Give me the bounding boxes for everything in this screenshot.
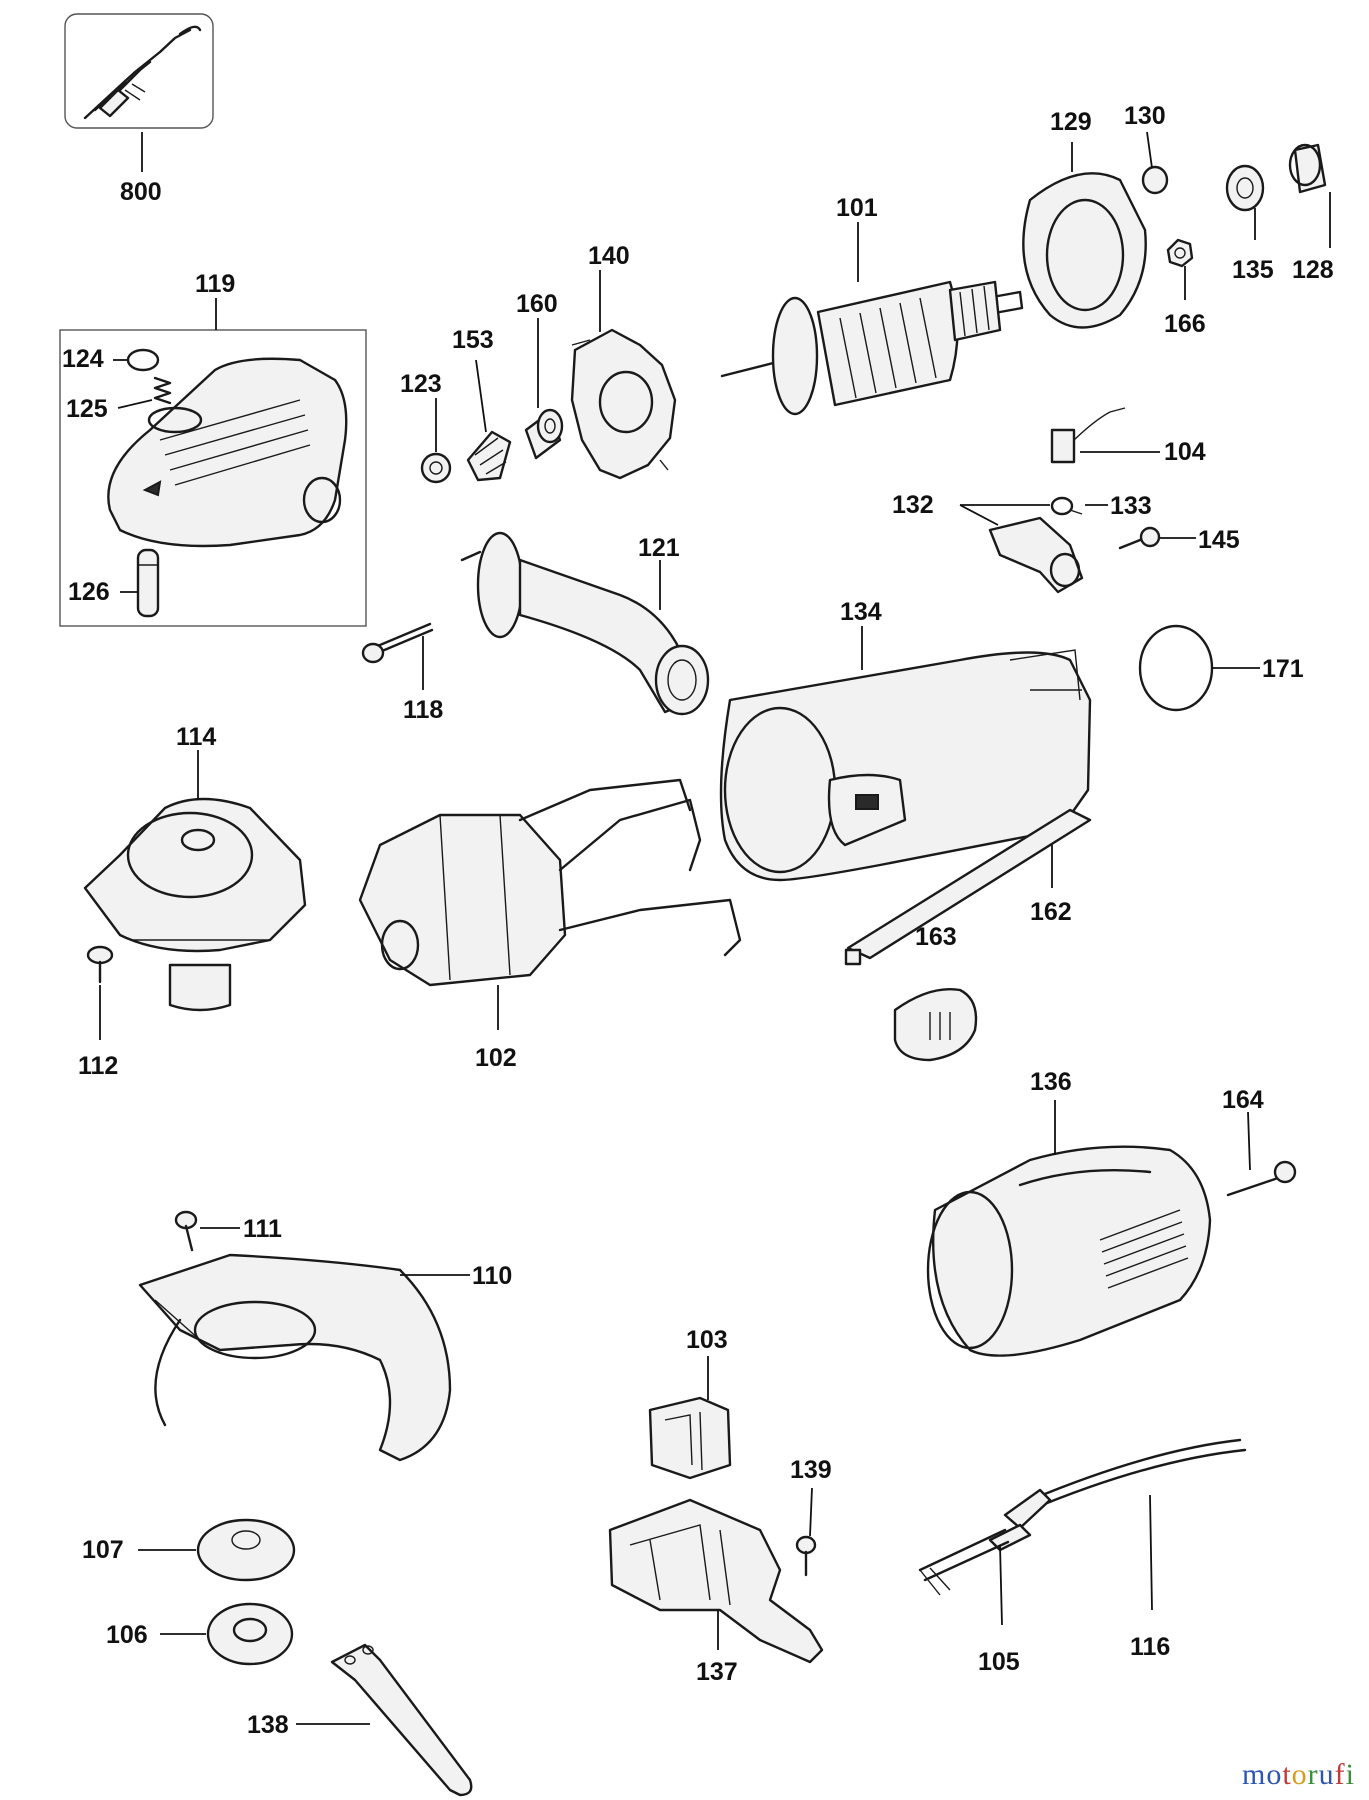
watermark-letter: o	[1266, 1758, 1283, 1791]
label-135: 135	[1232, 256, 1274, 284]
part-121-side-handle	[460, 531, 710, 716]
part-133-spring-clip	[1050, 496, 1083, 516]
label-112: 112	[78, 1052, 118, 1080]
label-800: 800	[120, 178, 162, 206]
part-162-switch-rod	[844, 808, 1092, 966]
label-126: 126	[68, 578, 110, 606]
label-105: 105	[978, 1648, 1020, 1676]
part-137-switch-holder	[608, 1498, 824, 1664]
part-163-switch-button	[893, 988, 978, 1062]
part-138-spanner	[330, 1643, 473, 1797]
label-124: 124	[62, 345, 104, 373]
label-129: 129	[1050, 108, 1092, 136]
part-112-screw	[86, 945, 114, 984]
label-132: 132	[892, 491, 934, 519]
part-139-screw	[795, 1535, 817, 1577]
part-119-gear-case	[107, 357, 348, 548]
label-145: 145	[1198, 526, 1240, 554]
part-102-stator	[358, 778, 742, 987]
label-114: 114	[176, 723, 216, 751]
part-105-cable-protector	[918, 1528, 1010, 1596]
watermark-letter: u	[1318, 1758, 1335, 1791]
watermark-logo: motorufi	[1242, 1758, 1355, 1792]
part-171-ring	[1138, 624, 1214, 712]
label-136: 136	[1030, 1068, 1072, 1096]
part-116-power-cord	[988, 1438, 1247, 1552]
part-103-switch	[648, 1396, 732, 1480]
label-125: 125	[66, 395, 108, 423]
label-118: 118	[403, 696, 443, 724]
part-104-carbon-brush	[1050, 407, 1126, 464]
part-106-inner-flange	[206, 1602, 294, 1666]
part-129-bearing-housing	[1022, 172, 1147, 329]
part-114-spindle-head	[83, 797, 307, 1012]
part-160-bearing	[524, 408, 564, 460]
part-800-accessory-box	[64, 13, 214, 129]
label-101: 101	[836, 194, 878, 222]
part-126-pin	[136, 548, 160, 618]
label-139: 139	[790, 1456, 832, 1484]
label-104: 104	[1164, 438, 1206, 466]
watermark-letter: i	[1345, 1758, 1355, 1791]
part-111-screw	[174, 1210, 198, 1252]
part-166-nut	[1166, 238, 1194, 268]
label-140: 140	[588, 242, 630, 270]
part-128-sleeve	[1288, 143, 1327, 194]
label-110: 110	[472, 1262, 512, 1290]
label-130: 130	[1124, 102, 1166, 130]
label-163: 163	[915, 923, 957, 951]
label-102: 102	[475, 1044, 517, 1072]
label-164: 164	[1222, 1086, 1264, 1114]
label-116: 116	[1130, 1633, 1170, 1661]
part-130-bushing	[1141, 165, 1169, 195]
label-137: 137	[696, 1658, 738, 1686]
part-101-armature	[720, 280, 1024, 416]
watermark-letter: t	[1282, 1758, 1292, 1791]
label-121: 121	[638, 534, 680, 562]
part-136-rear-cover	[926, 1145, 1212, 1357]
part-118-screw	[361, 622, 434, 664]
label-162: 162	[1030, 898, 1072, 926]
part-164-screw	[1226, 1160, 1297, 1197]
part-140-bearing-plate	[570, 328, 677, 480]
part-107-outer-flange	[196, 1518, 296, 1582]
label-138: 138	[247, 1711, 289, 1739]
part-145-screw	[1118, 526, 1161, 550]
label-166: 166	[1164, 310, 1206, 338]
watermark-letter: f	[1334, 1758, 1346, 1791]
part-123-nut	[420, 452, 452, 484]
watermark-letter: r	[1307, 1758, 1319, 1791]
label-160: 160	[516, 290, 558, 318]
label-134: 134	[840, 598, 882, 626]
label-171: 171	[1262, 655, 1304, 683]
part-125-spring	[153, 376, 172, 405]
watermark-letter: m	[1241, 1758, 1267, 1791]
label-111: 111	[243, 1215, 282, 1243]
part-124-o-ring	[126, 348, 160, 372]
watermark-letter: o	[1291, 1758, 1308, 1791]
part-132-brush-holder	[988, 516, 1084, 594]
part-119-group-frame	[59, 329, 367, 627]
part-153-bevel-gear	[466, 430, 512, 482]
part-135-bearing	[1225, 164, 1265, 212]
label-107: 107	[82, 1536, 124, 1564]
label-128: 128	[1292, 256, 1334, 284]
label-123: 123	[400, 370, 442, 398]
label-106: 106	[106, 1621, 148, 1649]
label-133: 133	[1110, 492, 1152, 520]
label-119: 119	[195, 270, 235, 298]
label-103: 103	[686, 1326, 728, 1354]
part-134-motor-housing	[719, 649, 1092, 882]
part-110-wheel-guard	[138, 1253, 452, 1462]
label-153: 153	[452, 326, 494, 354]
